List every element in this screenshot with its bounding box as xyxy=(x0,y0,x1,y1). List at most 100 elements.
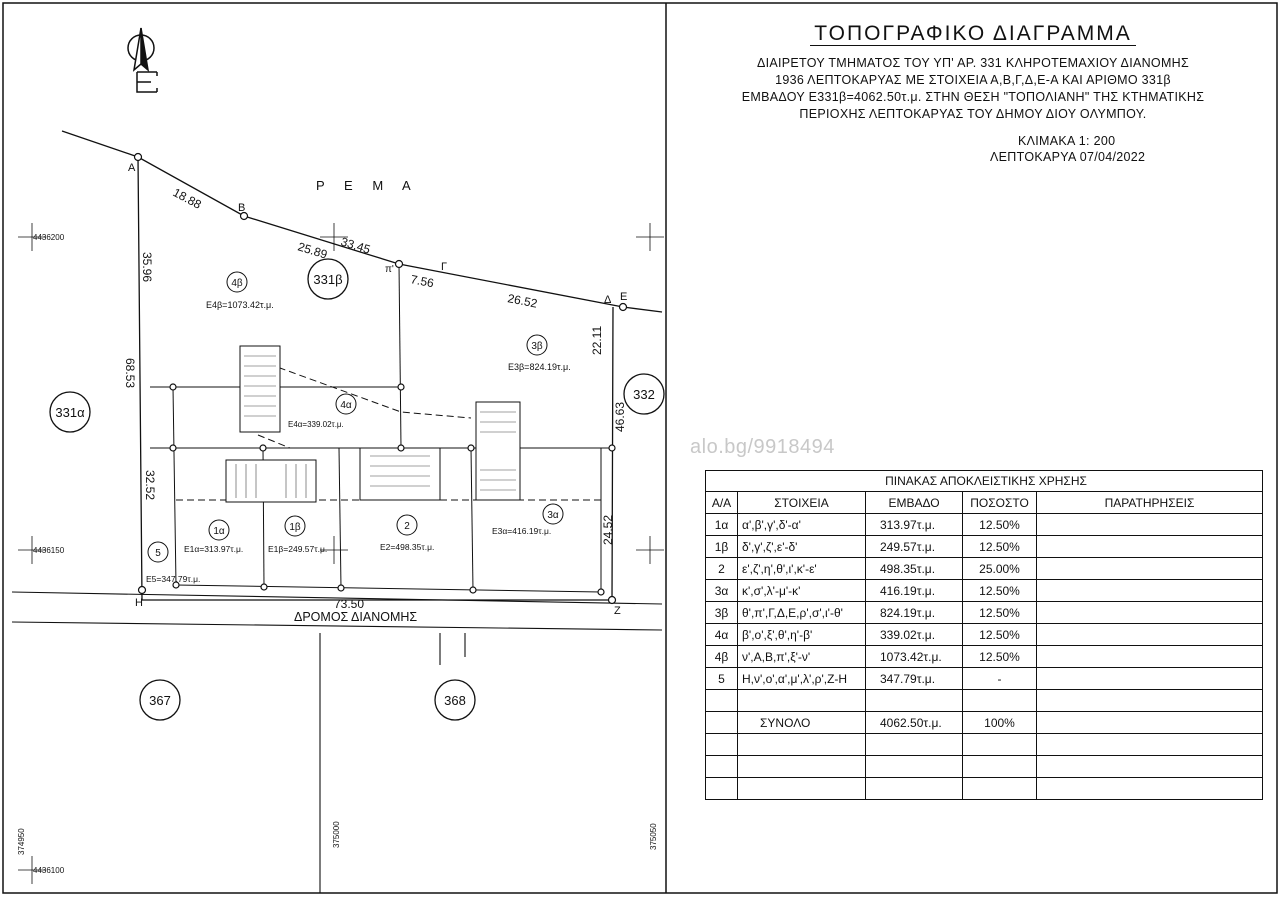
table-cell: 824.19τ.μ. xyxy=(865,601,963,624)
point-H: Η xyxy=(135,597,143,609)
table-cell xyxy=(737,777,866,800)
table-cell: 498.35τ.μ. xyxy=(865,557,963,580)
table-cell: 12.50% xyxy=(962,535,1037,558)
area-3a: Ε3α=416.19τ.μ. xyxy=(492,526,551,536)
table-cell: 347.79τ.μ. xyxy=(865,667,963,690)
point-A: Α xyxy=(128,162,136,174)
plot-label-4a: 4α xyxy=(340,400,352,411)
table-cell xyxy=(962,733,1037,756)
description-line-4: ΠΕΡΙΟΧΗΣ ΛΕΠΤΟΚΑΡΥΑΣ ΤΟΥ ΔΗΜΟΥ ΔΙΟΥ ΟΛΥΜ… xyxy=(799,107,1147,121)
table-cell xyxy=(705,689,738,712)
table-cell: δ',γ',ζ',ε'-δ' xyxy=(737,535,866,558)
parcel-label-368: 368 xyxy=(444,693,466,708)
table-cell: 4β xyxy=(705,645,738,668)
table-cell: 1α xyxy=(705,513,738,536)
point-G: Γ xyxy=(441,261,447,273)
table-cell: 12.50% xyxy=(962,623,1037,646)
grid-y3: 4436100 xyxy=(33,866,65,875)
table-cell xyxy=(962,777,1037,800)
survey-points xyxy=(133,152,628,605)
table-cell xyxy=(1036,755,1263,778)
grid-x3: 375050 xyxy=(649,823,658,850)
table-cell xyxy=(737,733,866,756)
area-4a: Ε4α=339.02τ.μ. xyxy=(288,420,344,429)
table-cell: 25.00% xyxy=(962,557,1037,580)
table-row xyxy=(705,755,1263,778)
area-1b: Ε1β=249.57τ.μ. xyxy=(268,544,327,554)
plot-label-2: 2 xyxy=(404,521,410,532)
table-cell xyxy=(1036,513,1263,536)
description-line-2: 1936 ΛΕΠΤΟΚΑΡΥΑΣ ΜΕ ΣΤΟΙΧΕΙΑ Α,Β,Γ,Δ,Ε-Α… xyxy=(775,73,1171,87)
place-date: ΛΕΠΤΟΚΑΡΥΑ 07/04/2022 xyxy=(990,150,1146,164)
dim-left-low: 32.52 xyxy=(143,470,157,500)
table-row xyxy=(705,777,1263,800)
area-3b: Ε3β=824.19τ.μ. xyxy=(508,362,571,372)
grid-y2: 4436150 xyxy=(33,546,65,555)
area-1a: Ε1α=313.97τ.μ. xyxy=(184,544,243,554)
parcel-label-331a: 331α xyxy=(55,405,85,420)
table-cell: ε',ζ',η',θ',ι',κ'-ε' xyxy=(737,557,866,580)
table-cell: 12.50% xyxy=(962,601,1037,624)
dim-road: 73.50 xyxy=(334,597,364,611)
stream-line xyxy=(61,130,663,313)
dim-AB: 18.88 xyxy=(171,185,204,212)
area-4b: Ε4β=1073.42τ.μ. xyxy=(206,300,274,310)
dim-right-up: 22.11 xyxy=(590,326,604,355)
table-cell: 100% xyxy=(962,711,1037,734)
table-cell xyxy=(1036,645,1263,668)
description-line-3: ΕΜΒΑΔΟΥ Ε331β=4062.50τ.μ. ΣΤΗΝ ΘΕΣΗ "ΤΟΠ… xyxy=(741,90,1205,104)
table-cell: ν',Α,Β,π',ξ'-ν' xyxy=(737,645,866,668)
grid-crosses xyxy=(18,223,664,884)
drawing-title: ΤΟΠΟΓΡΑΦΙΚΟ ΔΙΑΓΡΑΜΜΑ xyxy=(666,22,1280,46)
table-cell xyxy=(865,689,963,712)
parcel-circles xyxy=(49,258,665,721)
table-cell: 12.50% xyxy=(962,513,1037,536)
buildings xyxy=(225,345,521,503)
table-cell: Η,ν',ο',α',μ',λ',ρ',Ζ-Η xyxy=(737,667,866,690)
parcel-label-367: 367 xyxy=(149,693,171,708)
col-header-area: ΕΜΒΑΔΟ xyxy=(865,491,963,514)
plot-label-3b: 3β xyxy=(531,341,543,352)
table-cell xyxy=(962,689,1037,712)
table-cell: β',ο',ξ',θ',η'-β' xyxy=(737,623,866,646)
table-cell xyxy=(705,711,738,734)
drawing-scale: ΚΛΙΜΑΚΑ 1: 200 xyxy=(1018,134,1116,148)
table-cell xyxy=(1036,557,1263,580)
plot-label-5: 5 xyxy=(155,548,161,559)
table-cell: 249.57τ.μ. xyxy=(865,535,963,558)
col-header-no: Α/Α xyxy=(705,491,738,514)
table-cell: 12.50% xyxy=(962,579,1037,602)
parcel-boundary xyxy=(137,156,614,601)
table-cell: κ',σ',λ'-μ'-κ' xyxy=(737,579,866,602)
dim-GD: 26.52 xyxy=(506,291,538,311)
table-cell: 416.19τ.μ. xyxy=(865,579,963,602)
point-Z: Ζ xyxy=(614,605,621,617)
table-cell xyxy=(1036,777,1263,800)
grid-y1: 4436200 xyxy=(33,233,65,242)
dim-piG: 7.56 xyxy=(409,272,435,290)
table-caption: ΠΙΝΑΚΑΣ ΑΠΟΚΛΕΙΣΤΙΚΗΣ ΧΡΗΣΗΣ xyxy=(705,470,1263,492)
table-cell: - xyxy=(962,667,1037,690)
table-cell: 2 xyxy=(705,557,738,580)
grid-x1: 374950 xyxy=(17,828,26,855)
point-D: Δ xyxy=(604,294,612,306)
drawing-title-text: ΤΟΠΟΓΡΑΦΙΚΟ ΔΙΑΓΡΑΜΜΑ xyxy=(810,22,1136,46)
plot-label-4b: 4β xyxy=(231,278,243,289)
road-label: ΔΡΟΜΟΣ ΔΙΑΝΟΜΗΣ xyxy=(294,610,417,624)
table-cell xyxy=(1036,623,1263,646)
table-cell xyxy=(1036,601,1263,624)
table-cell: 4062.50τ.μ. xyxy=(865,711,963,734)
north-arrow-icon xyxy=(127,27,158,93)
table-cell: α',β',γ',δ'-α' xyxy=(737,513,866,536)
point-pi: π' xyxy=(385,264,394,275)
dim-left-full: 68.53 xyxy=(123,358,137,388)
plot-circles xyxy=(147,271,564,563)
